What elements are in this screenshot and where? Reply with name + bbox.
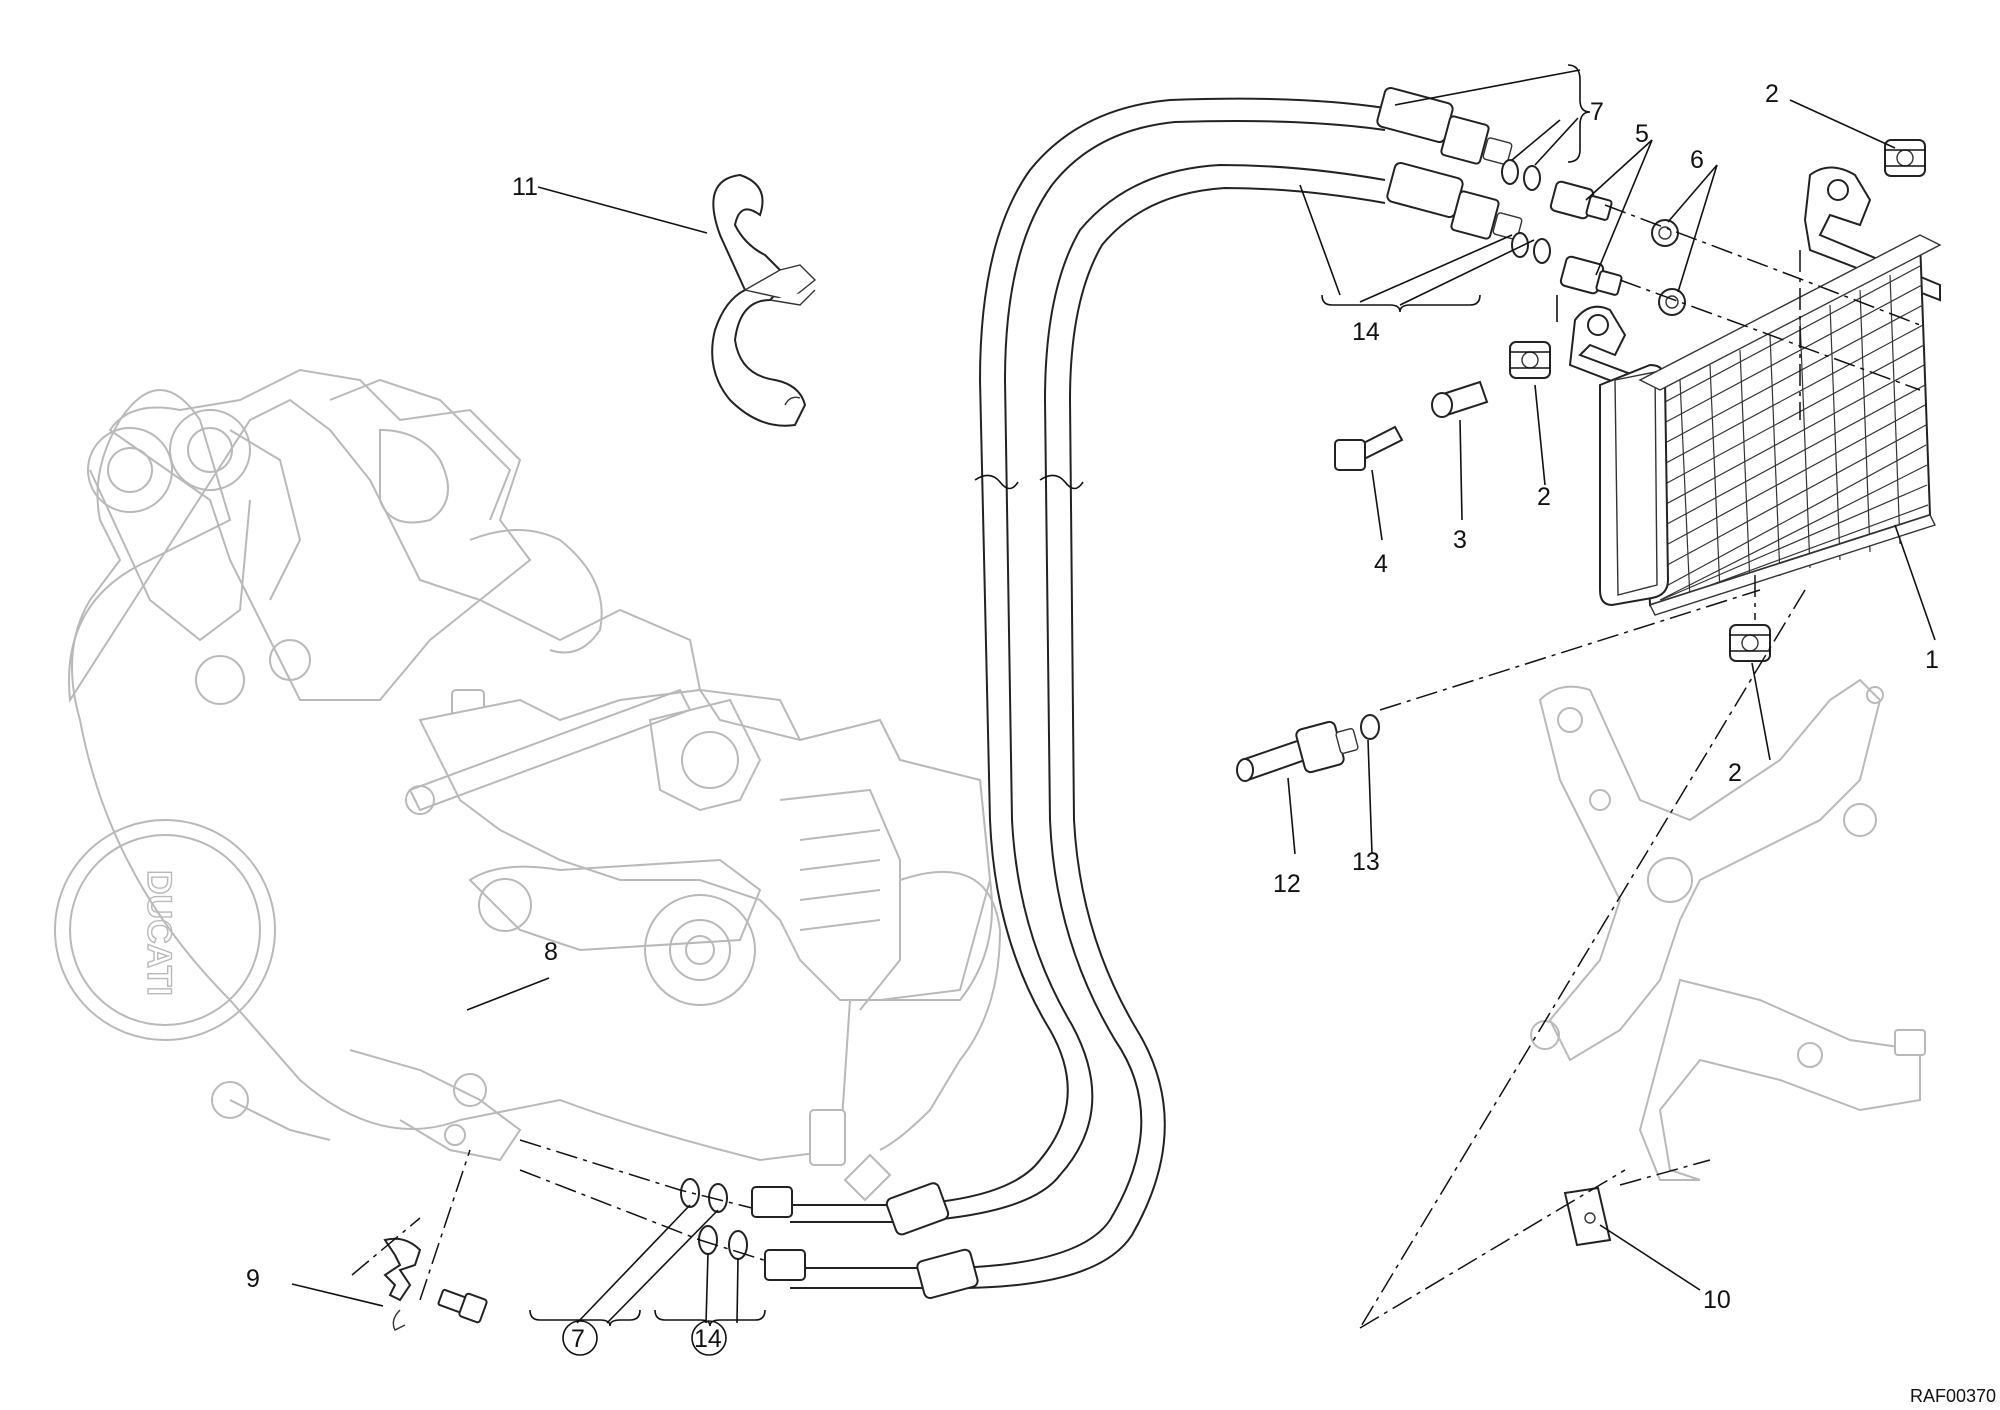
callout-2-middle: 2 [1537, 483, 1551, 511]
circled-7-label: 7 [571, 1325, 585, 1353]
brace-group-7 [1567, 64, 1591, 163]
callout-8: 8 [544, 938, 558, 966]
callout-labels: 1 2 2 2 3 4 5 6 7 8 9 10 11 12 13 14 [246, 80, 1939, 1314]
speed-nut-clip [1563, 1186, 1612, 1247]
drawing-reference-code: RAF00370 [1910, 1386, 1996, 1406]
callout-4: 4 [1374, 550, 1388, 578]
bracket-group-14-upper [1321, 294, 1481, 313]
frame-bracket-ghost [1530, 678, 1926, 1181]
cooler-fins [1649, 264, 1929, 604]
rear-cam-pulley-ghost [644, 894, 756, 1006]
leader-lines [291, 69, 1936, 1324]
callout-7: 7 [1590, 98, 1604, 126]
callout-2-top: 2 [1765, 80, 1779, 108]
lower-seal-rings [519, 1139, 771, 1263]
cam-pulley-ghost [87, 427, 173, 513]
callout-6: 6 [1690, 146, 1704, 174]
engine-logo-text: DUCATI [140, 870, 178, 996]
bracket-group-14-lower [654, 1309, 766, 1327]
callout-13: 13 [1352, 848, 1380, 876]
clutch-cover-ghost [54, 819, 276, 1041]
oil-hoses [751, 86, 1523, 1299]
assembly-centerlines [1359, 204, 1921, 1329]
circled-group-14: 14 [691, 1320, 727, 1356]
spacer-and-bolt [1334, 380, 1489, 471]
callout-10: 10 [1703, 1286, 1731, 1314]
circled-group-7: 7 [562, 1320, 598, 1356]
callout-2-bottom: 2 [1728, 759, 1742, 787]
grommet-middle [1509, 341, 1551, 379]
callout-1: 1 [1925, 646, 1939, 674]
callout-3: 3 [1453, 526, 1467, 554]
callout-11: 11 [512, 173, 538, 201]
clip-and-bolt-parts [351, 1149, 488, 1331]
hose-clip-part [711, 173, 817, 427]
rubber-grommets [1509, 139, 1926, 662]
callout-5: 5 [1635, 120, 1649, 148]
bracket-group-7-lower [529, 1309, 641, 1327]
engine-assembly-ghost: DUCATI [54, 368, 1002, 1202]
grommet-bottom [1729, 624, 1771, 662]
upper-seals-and-adapters [1501, 159, 1686, 316]
oil-cooler-radiator [1568, 166, 1942, 616]
callout-12: 12 [1273, 870, 1301, 898]
temperature-sensor-and-washer [1236, 714, 1380, 782]
callout-14: 14 [1352, 318, 1380, 346]
circled-14-label: 14 [694, 1325, 722, 1353]
grommet-top-right [1884, 139, 1926, 177]
callout-9: 9 [246, 1265, 260, 1293]
